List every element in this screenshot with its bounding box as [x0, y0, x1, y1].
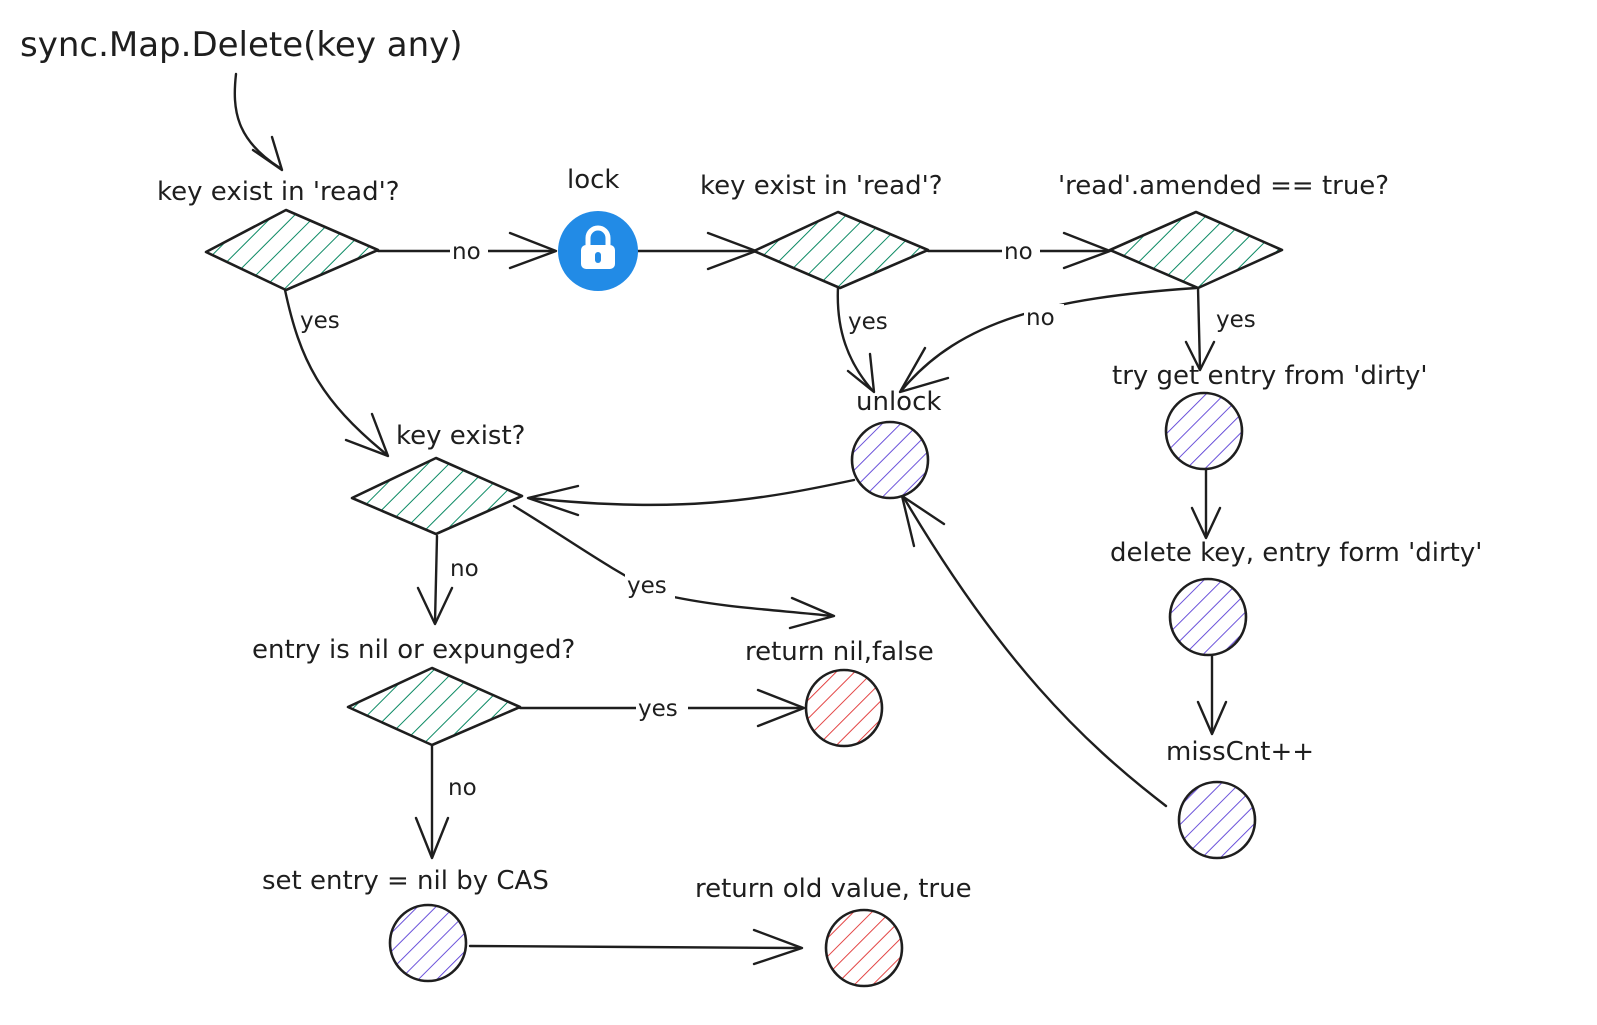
edge-label-yes: yes — [627, 573, 667, 599]
edge-label-no: no — [1004, 239, 1033, 265]
edge-keyexist-yes: yes — [512, 504, 836, 630]
decision-key-exist: key exist? — [350, 421, 525, 536]
edge-read1-yes: yes — [283, 288, 390, 458]
action-label: missCnt++ — [1166, 737, 1314, 767]
return-nil-false: return nil,false — [745, 637, 934, 748]
action-set-entry-nil-cas: set entry = nil by CAS — [262, 866, 549, 983]
decision-entry-nil-or-expunged: entry is nil or expunged? — [252, 635, 575, 747]
edge-label-yes: yes — [1216, 307, 1256, 333]
decision-label: 'read'.amended == true? — [1058, 171, 1389, 201]
decision-label: key exist in 'read'? — [157, 177, 400, 207]
lock-label: lock — [567, 165, 619, 195]
edge-amended-no: no — [898, 286, 1198, 394]
decision-label: key exist in 'read'? — [700, 171, 943, 201]
edge-delete-to-miss — [1196, 653, 1228, 736]
edge-label-yes: yes — [300, 308, 340, 334]
edge-entrynil-yes: yes — [518, 688, 806, 728]
edge-unlock-to-keyexist — [526, 478, 856, 517]
return-label: return nil,false — [745, 637, 934, 667]
edge-label-no: no — [448, 775, 477, 801]
action-label: set entry = nil by CAS — [262, 866, 549, 896]
edge-label-yes: yes — [638, 696, 678, 722]
diagram-title: sync.Map.Delete(key any) — [20, 25, 463, 65]
edge-try-to-delete — [1190, 468, 1222, 540]
edge-label-no: no — [1026, 305, 1055, 331]
edge-read1-no: no — [376, 231, 558, 270]
decision-key-exist-in-read-2: key exist in 'read'? — [700, 171, 943, 290]
lock-icon — [581, 225, 615, 269]
decision-read-amended: 'read'.amended == true? — [1058, 171, 1389, 290]
action-unlock: unlock — [850, 387, 941, 500]
decision-key-exist-in-read-1: key exist in 'read'? — [157, 177, 400, 292]
lock-node: lock — [558, 165, 638, 291]
edge-amended-yes: yes — [1184, 286, 1256, 372]
edge-cas-to-return — [468, 928, 804, 966]
edge-label-yes: yes — [848, 309, 888, 335]
action-try-get-entry-dirty: try get entry from 'dirty' — [1112, 361, 1428, 471]
edge-entrynil-no: no — [414, 744, 477, 860]
return-label: return old value, true — [695, 874, 972, 904]
edge-read2-yes: yes — [836, 285, 888, 394]
action-label: try get entry from 'dirty' — [1112, 361, 1428, 391]
edge-read2-no: no — [926, 231, 1112, 270]
edge-start — [233, 72, 284, 172]
edge-keyexist-no: no — [416, 534, 479, 626]
return-old-value-true: return old value, true — [695, 874, 972, 988]
edge-lock-to-read2 — [635, 231, 758, 271]
action-misscnt-increment: missCnt++ — [1166, 737, 1314, 860]
edge-label-no: no — [452, 239, 481, 265]
action-delete-key-entry-dirty: delete key, entry form 'dirty' — [1110, 538, 1482, 657]
decision-label: entry is nil or expunged? — [252, 635, 575, 665]
action-label: delete key, entry form 'dirty' — [1110, 538, 1482, 568]
edge-label-no: no — [450, 556, 479, 582]
action-label: unlock — [856, 387, 941, 417]
decision-label: key exist? — [396, 421, 525, 451]
